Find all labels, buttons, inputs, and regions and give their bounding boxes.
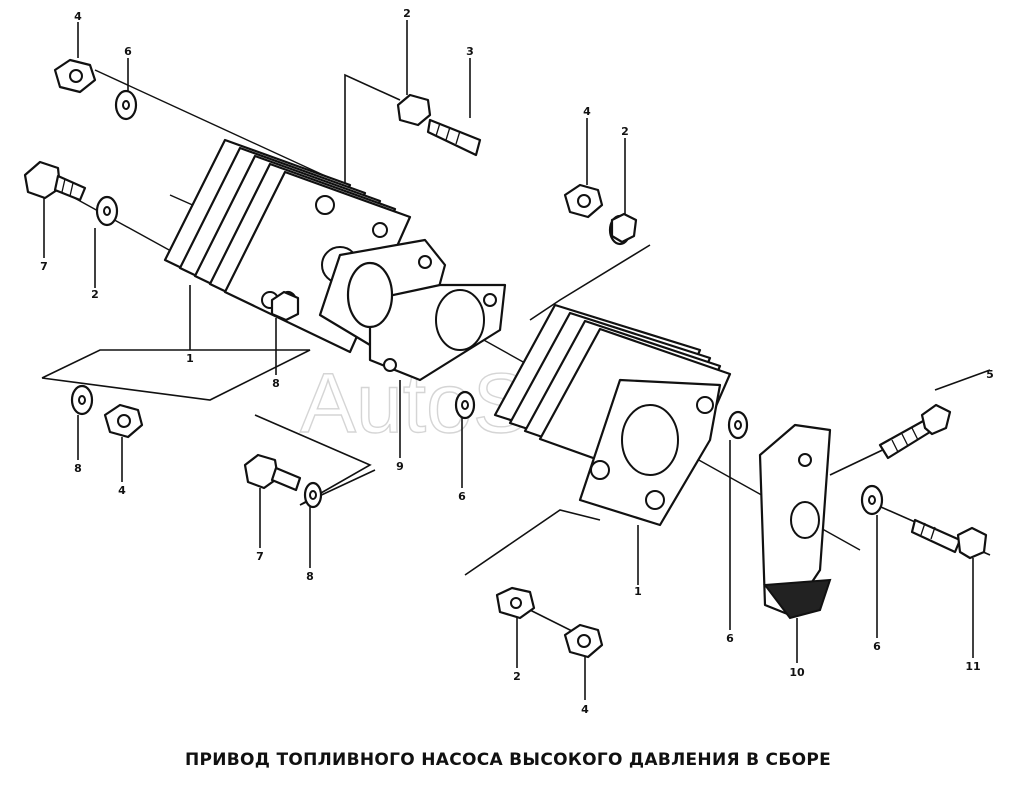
callout-4: 4 — [581, 703, 589, 716]
bolt-bottom-left — [243, 453, 302, 492]
callout-10: 10 — [789, 666, 805, 679]
bolt-right-lower — [910, 518, 988, 560]
callout-2: 2 — [621, 125, 629, 138]
callout-leaders — [43, 20, 974, 700]
right-disc-pack — [493, 303, 732, 527]
callout-2: 2 — [91, 288, 99, 301]
nut-8-mid — [270, 290, 300, 322]
callout-3: 3 — [466, 45, 474, 58]
bolt-left — [23, 160, 87, 202]
nut-left-mid — [103, 403, 144, 439]
callout-4: 4 — [583, 105, 591, 118]
drive-flange — [758, 423, 832, 620]
callout-5: 5 — [986, 368, 994, 381]
callout-4: 4 — [74, 10, 82, 23]
callout-1: 1 — [186, 352, 194, 365]
callout-6: 6 — [873, 640, 881, 653]
leader-bracket-left — [41, 349, 311, 401]
bolt-top — [396, 93, 482, 157]
callout-2: 2 — [513, 670, 521, 683]
leader-bracket-top — [344, 73, 401, 185]
nut-right-top — [563, 183, 604, 219]
nut-bottom — [563, 623, 604, 659]
callout-8: 8 — [272, 377, 280, 390]
callout-6: 6 — [124, 45, 132, 58]
callout-8: 8 — [306, 570, 314, 583]
nut-right-washer — [610, 212, 638, 244]
leader-bracket-bottom — [464, 509, 601, 576]
leader-5-right — [934, 369, 991, 391]
figure-caption: ПРИВОД ТОПЛИВНОГО НАСОСА ВЫСОКОГО ДАВЛЕН… — [184, 750, 832, 770]
callout-8: 8 — [74, 462, 82, 475]
callout-7: 7 — [40, 260, 48, 273]
bolt-right-upper — [878, 403, 952, 460]
callout-4: 4 — [118, 484, 126, 497]
nut-top-left — [53, 58, 97, 94]
callout-7: 7 — [256, 550, 264, 563]
nut-flange-bottom — [495, 586, 536, 620]
callout-8: 6 — [458, 490, 466, 503]
callout-11: 11 — [965, 660, 980, 673]
leader-bracket-mid — [254, 414, 376, 506]
callout-2: 2 — [403, 7, 411, 20]
leader-bracket-right — [529, 244, 651, 321]
callout-9: 9 — [396, 460, 404, 473]
upper-stud-axis — [94, 69, 346, 186]
coupling-hub — [318, 238, 507, 382]
callout-1: 1 — [634, 585, 642, 598]
callout-6: 6 — [726, 632, 734, 645]
